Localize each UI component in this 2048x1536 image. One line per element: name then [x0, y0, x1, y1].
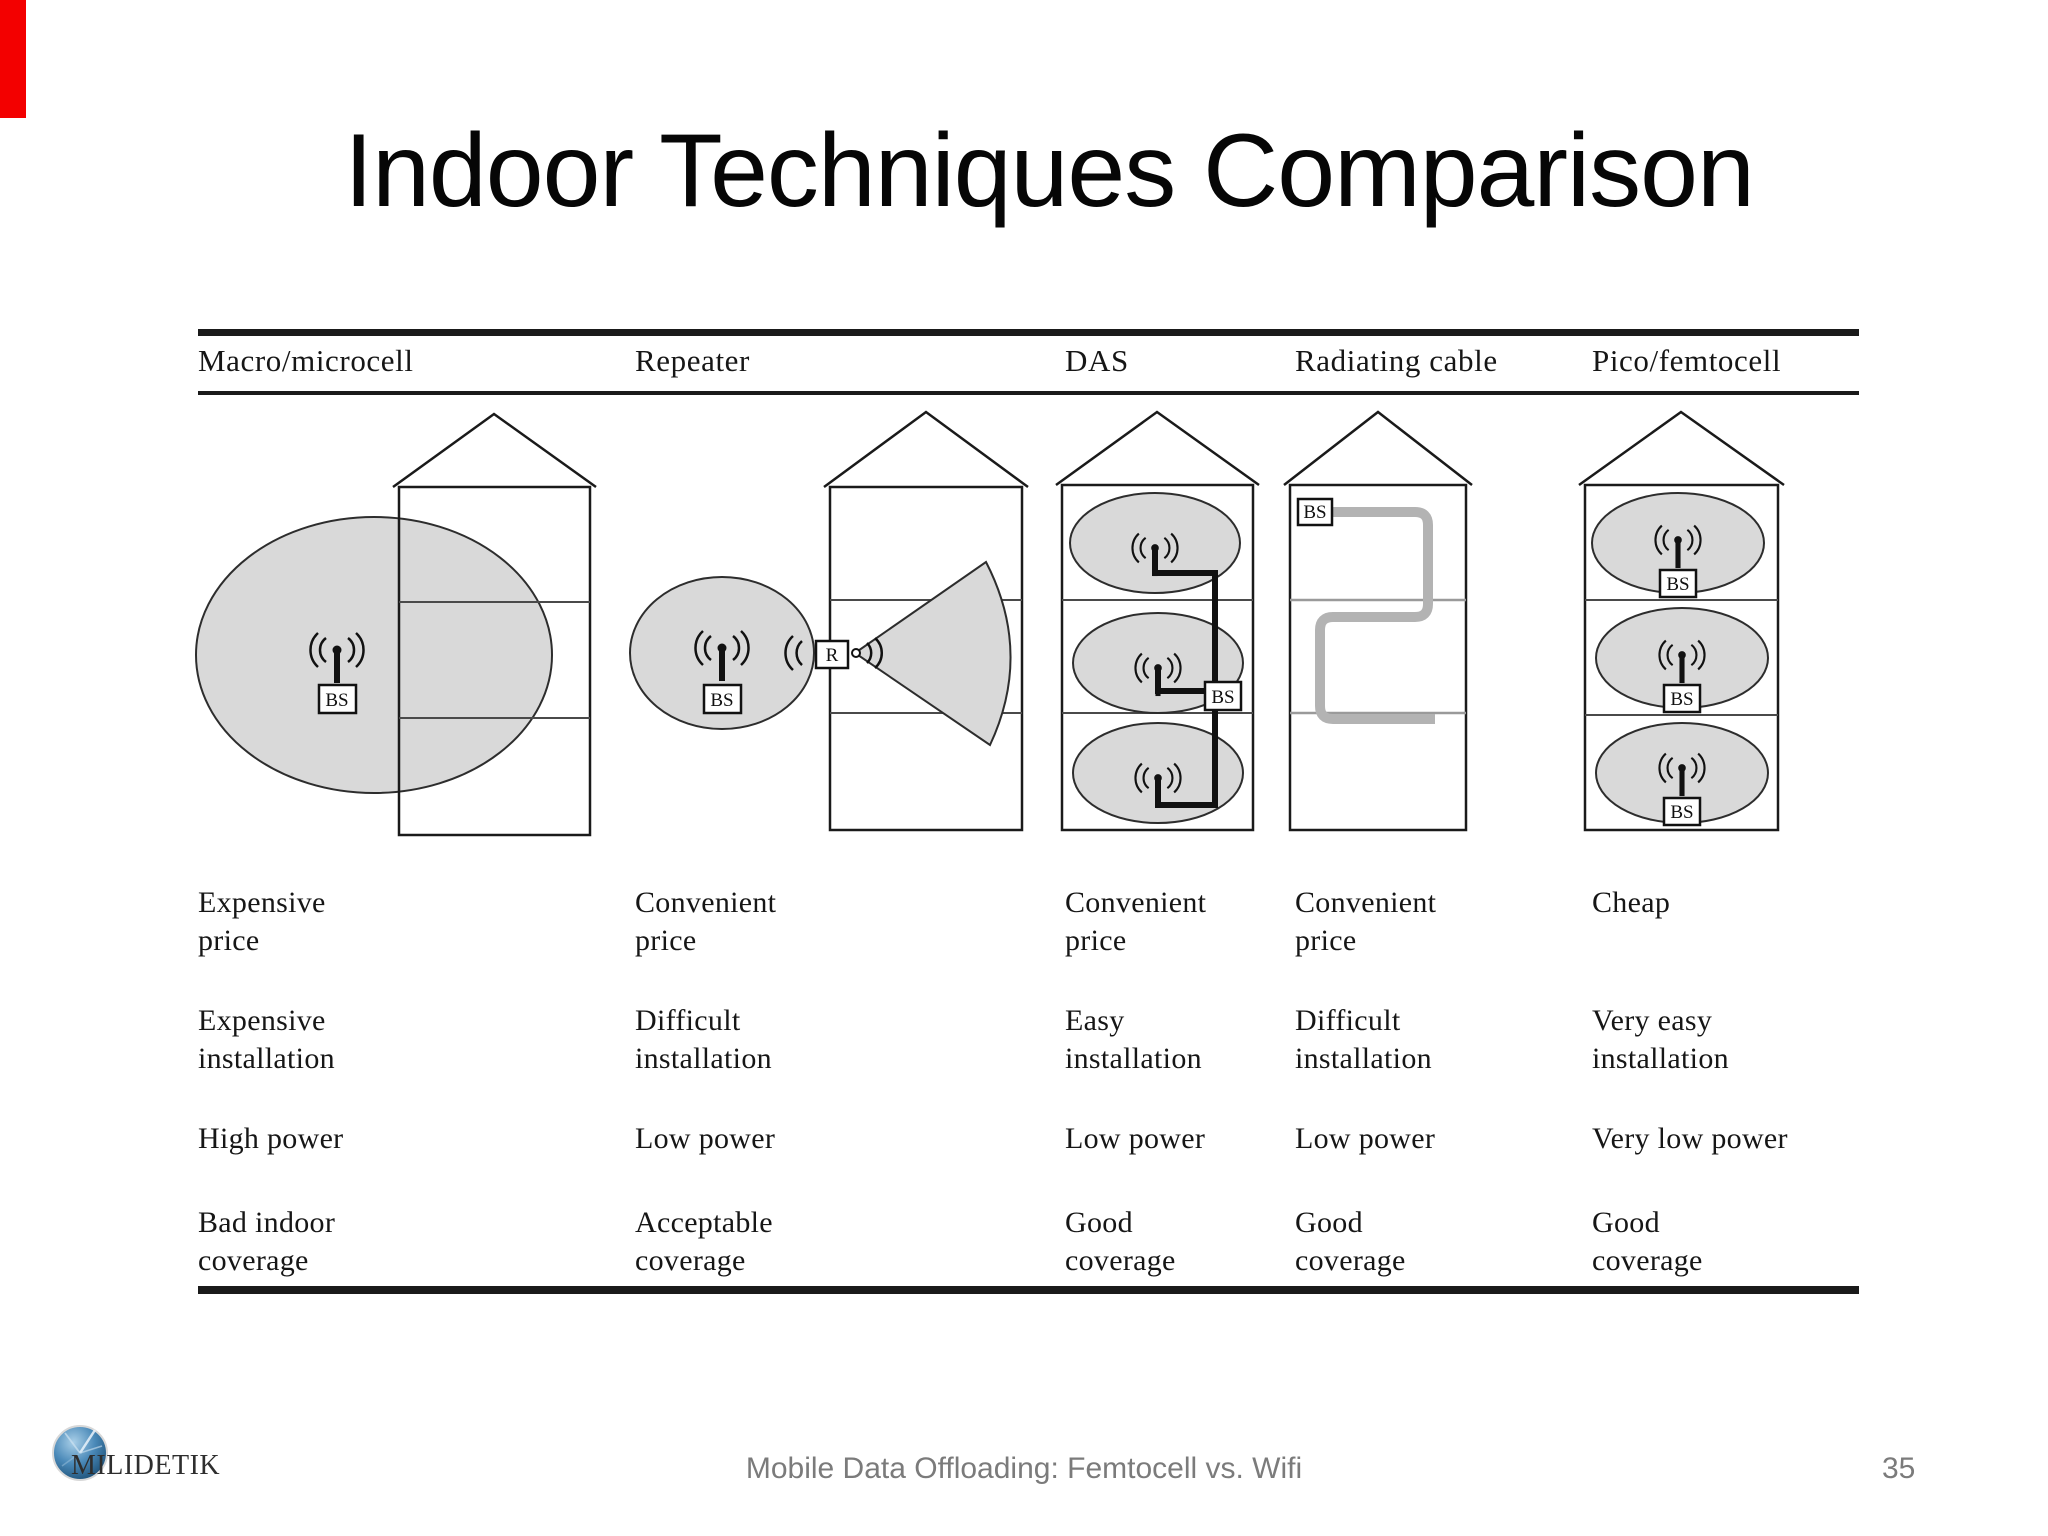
building-roof: [1283, 410, 1473, 486]
bs-label: BS: [325, 690, 348, 711]
logo-wordmark: MILIDETIK: [71, 1450, 220, 1481]
repeater-box: [814, 639, 850, 670]
cell-installation-macro: Expensive installation: [198, 1004, 335, 1075]
cell-coverage-radiating: Good coverage: [1295, 1206, 1406, 1277]
bs-label: BS: [1303, 502, 1326, 523]
diagram-das: BS: [1055, 410, 1260, 832]
cone-apex-knob: [851, 648, 861, 658]
cell-price-das: Convenient price: [1065, 886, 1207, 957]
cell-price-pico: Cheap: [1592, 886, 1671, 919]
bs-box: [1662, 796, 1702, 827]
cell-power-macro: High power: [198, 1122, 344, 1155]
building-roof: [1055, 410, 1260, 487]
floor-coverage-ellipse: [1072, 722, 1244, 824]
column-header-pico-femtocell: Pico/femtocell: [1592, 343, 1782, 378]
column-header-macro-microcell: Macro/microcell: [198, 343, 414, 378]
building: [1583, 483, 1780, 832]
footer-title: Mobile Data Offloading: Femtocell vs. Wi…: [745, 1452, 1303, 1485]
comparison-diagrams: BS BS R: [195, 410, 1785, 837]
bs-box: [1203, 680, 1243, 712]
bs-box: [702, 683, 743, 715]
bs-label: BS: [710, 690, 733, 711]
cell-coverage-macro: Bad indoor coverage: [198, 1206, 336, 1277]
cell-installation-pico: Very easy installation: [1592, 1004, 1729, 1075]
diagram-pico-femtocell: BS BS BS: [1578, 410, 1785, 832]
page-number: 35: [1882, 1452, 1916, 1485]
building-roof: [1578, 410, 1785, 487]
cell-price-radiating: Convenient price: [1295, 886, 1437, 957]
cell-installation-repeater: Difficult installation: [635, 1004, 772, 1075]
cell-power-repeater: Low power: [635, 1122, 776, 1155]
cell-coverage-repeater: Acceptable coverage: [635, 1206, 773, 1277]
cell-power-das: Low power: [1065, 1122, 1206, 1155]
repeater-label: R: [826, 645, 839, 666]
bs-label: BS: [1670, 689, 1693, 710]
building: [397, 485, 592, 837]
diagram-radiating-cable: BS: [1283, 410, 1473, 832]
indoor-cone: [853, 560, 1012, 747]
red-accent-bar: [0, 0, 26, 118]
cell-price-macro: Expensive price: [198, 886, 326, 957]
radiating-cable: [1315, 507, 1435, 724]
floor-coverage-ellipse: [1069, 492, 1241, 594]
slide-title: Indoor Techniques Comparison: [344, 113, 1755, 229]
bs-box: [317, 683, 358, 715]
building-roof: [823, 410, 1029, 489]
cell-installation-radiating: Difficult installation: [1295, 1004, 1432, 1075]
bs-label: BS: [1211, 687, 1234, 708]
diagram-macro-microcell: BS: [195, 412, 597, 837]
building: [1288, 483, 1468, 832]
table-header-rule: [198, 391, 1859, 395]
column-header-das: DAS: [1065, 343, 1129, 378]
table-top-rule: [198, 329, 1859, 336]
diagram-repeater: BS R: [629, 410, 1029, 832]
cell-coverage-das: Good coverage: [1065, 1206, 1176, 1277]
column-header-radiating-cable: Radiating cable: [1295, 343, 1498, 378]
table-bottom-rule: [198, 1286, 1859, 1294]
building-roof: [392, 412, 597, 489]
bs-box: [1658, 568, 1698, 599]
cell-power-pico: Very low power: [1592, 1122, 1788, 1155]
cell-price-repeater: Convenient price: [635, 886, 777, 957]
milidetik-logo: MILIDETIK: [52, 1425, 220, 1481]
column-header-repeater: Repeater: [635, 343, 750, 378]
building: [1060, 483, 1255, 832]
cell-coverage-pico: Good coverage: [1592, 1206, 1703, 1277]
bs-box: [1662, 683, 1702, 714]
cell-installation-das: Easy installation: [1065, 1004, 1202, 1075]
bs-label: BS: [1670, 802, 1693, 823]
bs-label: BS: [1666, 574, 1689, 595]
bs-box: [1296, 497, 1334, 527]
macrocell-coverage-ellipse: [195, 516, 553, 794]
cell-power-radiating: Low power: [1295, 1122, 1436, 1155]
